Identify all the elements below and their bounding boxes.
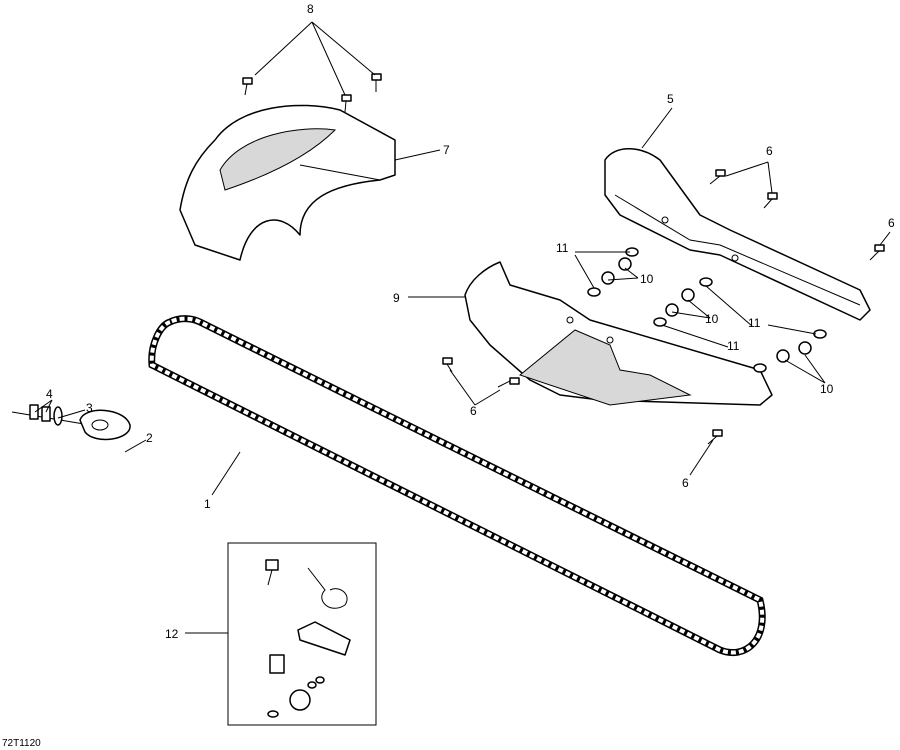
bolt <box>869 244 885 261</box>
bolt <box>497 377 520 388</box>
callout-6: 6 <box>682 476 689 490</box>
callout-6: 6 <box>470 404 477 418</box>
callout-10: 10 <box>640 272 654 286</box>
master-link-kit <box>227 542 377 726</box>
drawing-code: 72T1120 <box>2 738 41 749</box>
callout-10: 10 <box>820 382 834 396</box>
chain-guard-cover <box>179 104 396 261</box>
bolt <box>371 73 382 92</box>
leader-lines <box>34 21 891 634</box>
callout-10: 10 <box>705 312 719 326</box>
bolt <box>341 94 352 113</box>
lower-chain-guide <box>464 261 773 406</box>
callout-1: 1 <box>204 497 211 511</box>
callout-11: 11 <box>556 241 569 255</box>
chain-tensioner-bolt <box>11 404 131 441</box>
callout-11: 11 <box>748 316 761 330</box>
upper-chain-guide <box>604 148 871 321</box>
callout-5: 5 <box>667 92 674 106</box>
bolt <box>707 429 723 445</box>
callout-7: 7 <box>443 143 450 157</box>
drive-chain <box>148 315 766 657</box>
bolt <box>763 192 778 209</box>
callout-11: 11 <box>727 339 740 353</box>
bolt <box>709 169 726 185</box>
callout-3: 3 <box>86 401 93 415</box>
callouts: 8 7 5 6 6 11 10 9 10 11 11 10 6 6 4 3 2 … <box>46 2 895 641</box>
callout-4: 4 <box>46 387 53 401</box>
callout-8: 8 <box>307 2 314 16</box>
callout-12: 12 <box>165 627 179 641</box>
bolt <box>442 357 453 373</box>
callout-6: 6 <box>766 144 773 158</box>
callout-9: 9 <box>393 291 400 305</box>
callout-6: 6 <box>888 216 895 230</box>
callout-2: 2 <box>146 431 153 445</box>
bolt <box>242 77 253 96</box>
